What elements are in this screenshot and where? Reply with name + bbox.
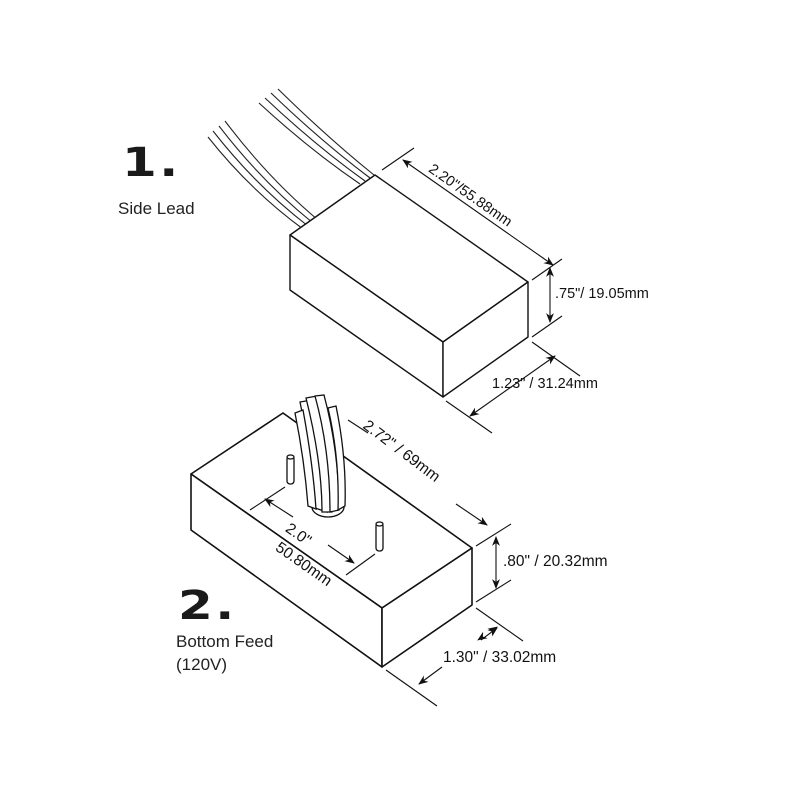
item-1-height-dimension: .75"/ 19.05mm bbox=[555, 286, 649, 302]
item-1-width-dimension: 1.23" / 31.24mm bbox=[492, 376, 598, 392]
bottom-feed-dimension-lines bbox=[250, 385, 523, 706]
item-2-height-dimension: .80" / 20.32mm bbox=[503, 553, 608, 570]
bottom-feed-mount-pins bbox=[286, 454, 384, 552]
item-1-number: 1. bbox=[122, 140, 181, 186]
side-lead-dimension-lines bbox=[382, 148, 580, 433]
item-2-width-dimension: 1.30" / 33.02mm bbox=[443, 649, 557, 666]
item-2-title: Bottom Feed bbox=[176, 632, 274, 651]
bottom-feed-wire-bundle bbox=[295, 395, 345, 518]
side-lead-wires bbox=[208, 89, 374, 229]
item-1-title: Side Lead bbox=[118, 199, 195, 218]
item-2-subtitle: (120V) bbox=[176, 655, 228, 674]
item-2-number: 2. bbox=[178, 583, 237, 629]
